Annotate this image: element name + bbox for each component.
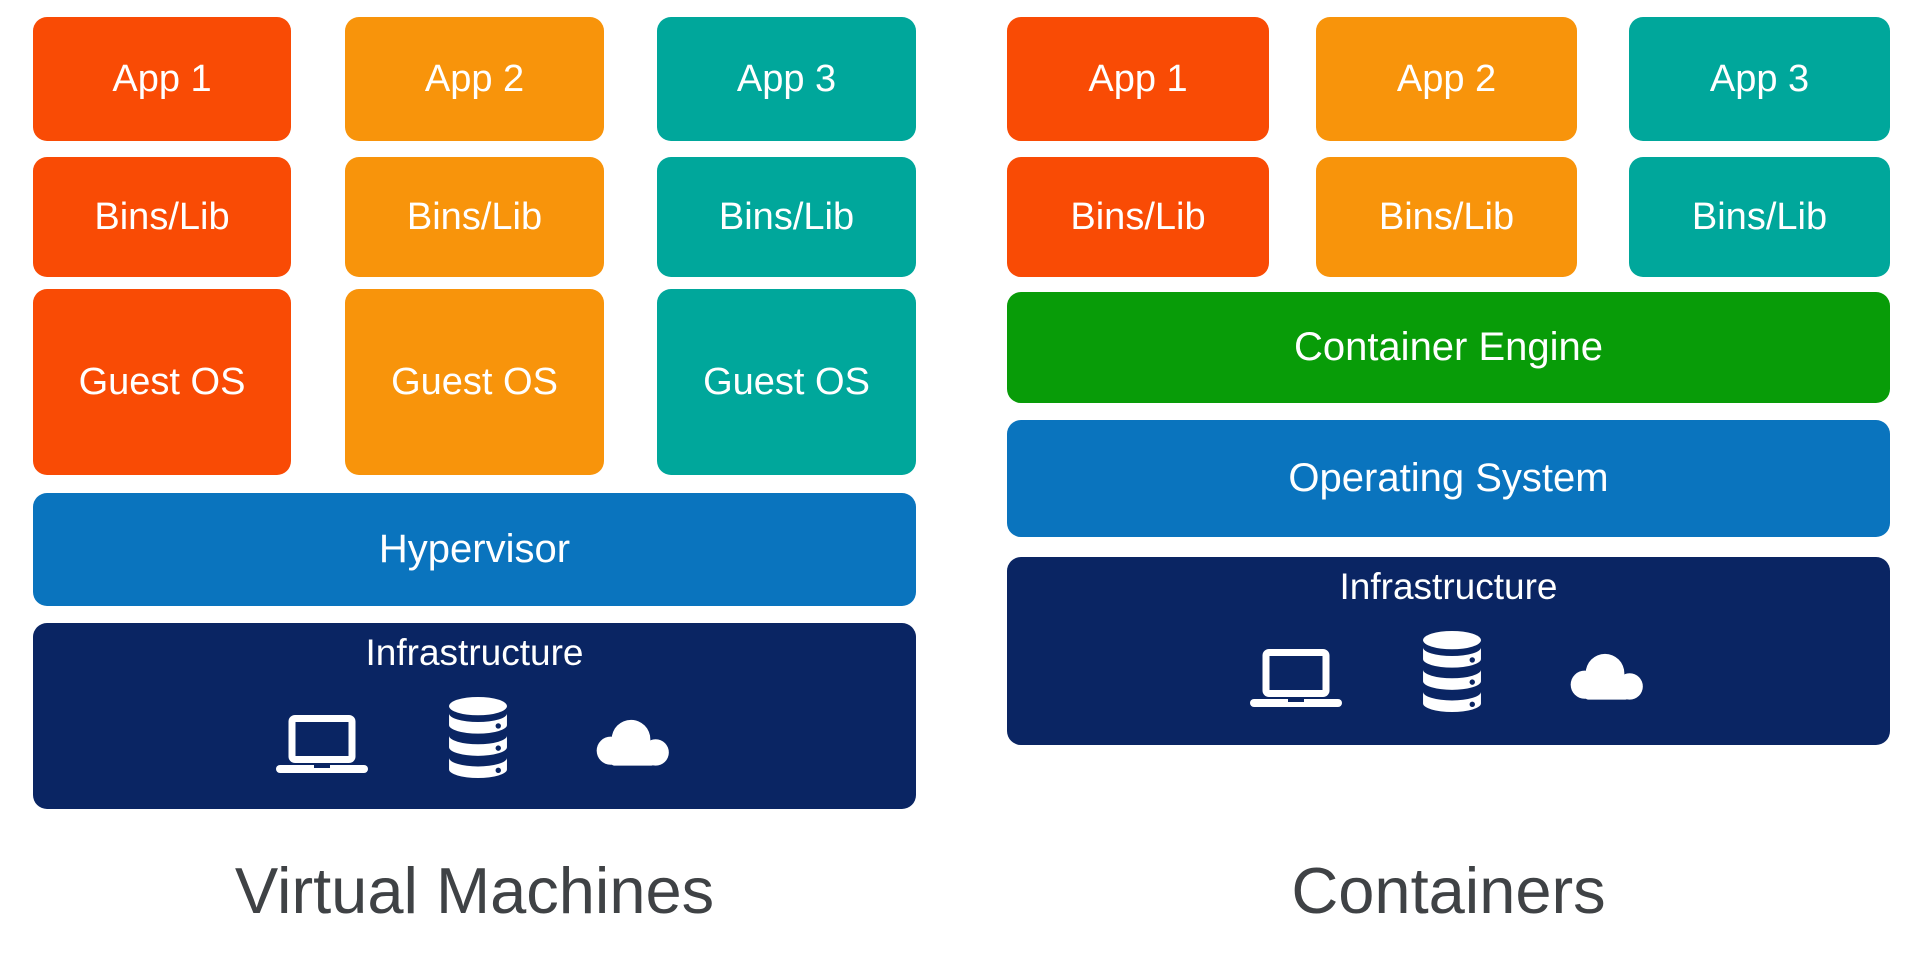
- operating-system-layer: Operating System: [1007, 420, 1890, 537]
- cloud-icon: [1570, 653, 1643, 700]
- laptop-icon: [1249, 649, 1342, 707]
- vm-guestos1-box: Guest OS: [33, 289, 291, 475]
- ct-binslib1-box: Bins/Lib: [1007, 157, 1269, 277]
- container-engine-label: Container Engine: [1293, 325, 1604, 369]
- vm-guestos2-box: Guest OS: [345, 289, 604, 475]
- ct-binslib2-box: Bins/Lib: [1316, 157, 1577, 277]
- ct-infrastructure-layer: Infrastructure: [1007, 557, 1890, 745]
- vm-app2-box: App 2: [345, 17, 604, 141]
- ct-app3-box: App 3: [1629, 17, 1890, 141]
- hypervisor-layer: Hypervisor: [33, 493, 916, 606]
- vm-infrastructure-icons: [275, 696, 675, 779]
- virtual-machines-title: Virtual Machines: [234, 854, 715, 927]
- database-icon: [448, 696, 507, 779]
- vm-binslib1-box: Bins/Lib: [33, 157, 291, 277]
- vm-binslib3-box: Bins/Lib: [657, 157, 916, 277]
- vm-guestos3-box: Guest OS: [657, 289, 916, 475]
- cloud-icon: [596, 719, 669, 766]
- container-engine-layer: Container Engine: [1007, 292, 1890, 403]
- ct-app2-box: App 2: [1316, 17, 1577, 141]
- vm-binslib2-box: Bins/Lib: [345, 157, 604, 277]
- operating-system-label: Operating System: [1288, 456, 1609, 500]
- database-icon: [1422, 630, 1481, 713]
- vm-infrastructure-layer: Infrastructure: [33, 623, 916, 809]
- containers-title: Containers: [1291, 854, 1606, 927]
- vm-app1-box: App 1: [33, 17, 291, 141]
- laptop-icon: [275, 715, 368, 773]
- ct-infrastructure-icons: [1249, 630, 1649, 713]
- vm-infrastructure-label: Infrastructure: [365, 632, 584, 673]
- ct-infrastructure-label: Infrastructure: [1339, 566, 1558, 607]
- hypervisor-label: Hypervisor: [378, 527, 571, 571]
- ct-binslib3-box: Bins/Lib: [1629, 157, 1890, 277]
- ct-app1-box: App 1: [1007, 17, 1269, 141]
- vm-app3-box: App 3: [657, 17, 916, 141]
